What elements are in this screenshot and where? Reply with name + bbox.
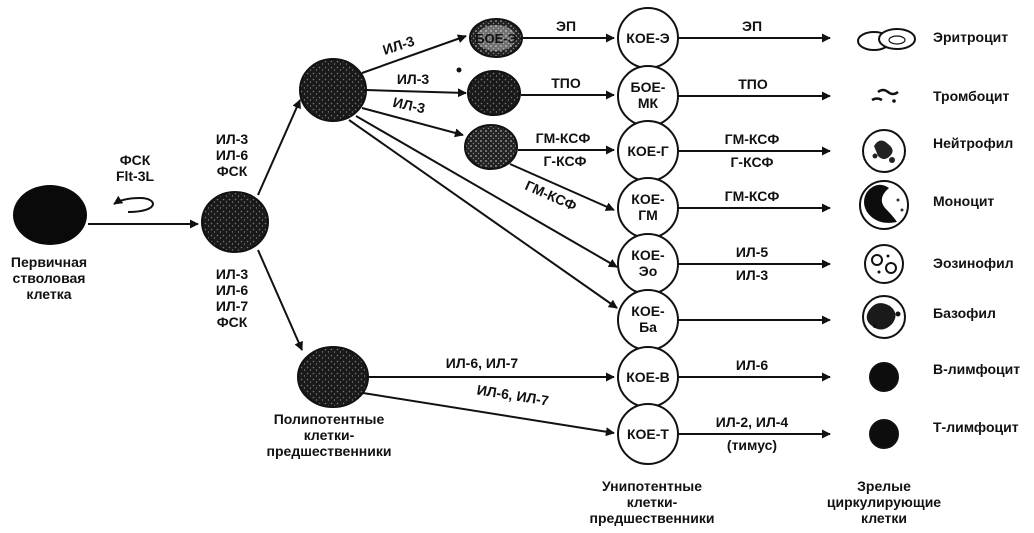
primary-factor-2: Flt-3L — [116, 168, 155, 184]
tpo-label-1: ТПО — [551, 75, 581, 91]
ep-label-1: ЭП — [556, 18, 576, 34]
multipotent-caption-1: Полипотентные — [274, 411, 385, 427]
il3-label-c: ИЛ-3 — [392, 94, 427, 116]
myeloid-progenitor — [299, 58, 367, 122]
il5-label: ИЛ-5 — [736, 244, 769, 260]
koe-t-node — [617, 403, 679, 465]
upper-factor-1: ИЛ-3 — [216, 131, 249, 147]
monocyte-label: Моноцит — [933, 193, 994, 209]
neutrophil-icon — [862, 129, 906, 173]
erythrocyte-icon — [857, 28, 916, 51]
arrow-myeloid-to-gm — [361, 107, 464, 138]
eosinophil-label: Эозинофил — [933, 255, 1014, 271]
il67-label-1: ИЛ-6, ИЛ-7 — [446, 355, 519, 371]
basophil-icon — [862, 295, 906, 339]
unipotent-caption-1: Унипотентные — [602, 478, 702, 494]
self-renewal-arrow — [113, 195, 154, 213]
neutrophil-label: Нейтрофил — [933, 135, 1013, 151]
unipotent-caption-3: предшественники — [590, 510, 715, 526]
mature-caption-1: Зрелые — [857, 478, 911, 494]
multipotent-cell — [201, 191, 269, 253]
koe-e-label: КОЕ-Э — [626, 30, 669, 46]
lower-factor-1: ИЛ-3 — [216, 266, 249, 282]
il3-label-final: ИЛ-3 — [736, 267, 769, 283]
boe-mk-label-2: МК — [638, 95, 659, 111]
gcsf-label-1: Г-КСФ — [543, 153, 586, 169]
il6-label: ИЛ-6 — [736, 357, 769, 373]
tpo-label-2: ТПО — [738, 76, 768, 92]
thymus-label: (тимус) — [727, 437, 777, 453]
gmcsf-label-2: ГМ-КСФ — [725, 131, 780, 147]
arrow-lymphoid-to-koe-t — [362, 392, 615, 437]
upper-factor-3: ФСК — [217, 163, 248, 179]
primary-label-3: клетка — [26, 286, 71, 302]
erythrocyte-label: Эритроцит — [933, 29, 1008, 45]
koe-ba-label-1: КОЕ- — [631, 303, 665, 319]
koe-gm-label-1: КОЕ- — [631, 191, 665, 207]
primary-label-1: Первичная — [11, 254, 87, 270]
gm-precursor-cell — [464, 124, 518, 170]
mature-caption-3: клетки — [861, 510, 907, 526]
primary-factor-1: ФСК — [120, 152, 151, 168]
koe-ba-label-2: Ба — [639, 319, 657, 335]
arrow-gm-to-koe-gm — [509, 163, 615, 211]
multipotent-caption-3: предшественники — [267, 443, 392, 459]
koe-b-label: КОЕ-В — [626, 369, 670, 385]
basophil-label: Базофил — [933, 305, 996, 321]
gcsf-label-2: Г-КСФ — [730, 154, 773, 170]
primary-stem-cell — [13, 185, 87, 245]
koe-t-label: КОЕ-Т — [627, 426, 669, 442]
boe-e-label: БОЕ-Э — [475, 31, 517, 46]
b-lymph-label: В-лимфоцит — [933, 361, 1020, 377]
gmcsf-label-1: ГМ-КСФ — [536, 130, 591, 146]
t-lymph-label: Т-лимфоцит — [933, 419, 1019, 435]
lymphoid-progenitor — [297, 346, 369, 408]
il24-label: ИЛ-2, ИЛ-4 — [716, 414, 789, 430]
b-lymph-icon — [869, 362, 899, 392]
lower-factor-4: ФСК — [217, 314, 248, 330]
arrow-myeloid-to-koe-eo — [355, 115, 618, 268]
boe-e-cell — [469, 18, 523, 58]
thrombocyte-icon — [871, 88, 899, 103]
arrow-to-myeloid — [257, 99, 301, 196]
thrombocyte-label: Тромбоцит — [933, 88, 1010, 104]
arrow-myeloid-to-koe-ba — [348, 119, 618, 309]
mature-caption-2: циркулирующие — [827, 494, 941, 510]
gmcsf-label-3: ГМ-КСФ — [725, 188, 780, 204]
koe-eo-label-1: КОЕ- — [631, 247, 665, 263]
unipotent-caption-2: клетки- — [627, 494, 678, 510]
small-dot — [456, 67, 462, 73]
eosinophil-icon — [864, 244, 904, 284]
arrow-to-lymphoid — [257, 249, 303, 351]
il3-label-b: ИЛ-3 — [397, 71, 430, 87]
lower-factor-3: ИЛ-7 — [216, 298, 249, 314]
boe-mk-label-1: БОЕ- — [631, 79, 666, 95]
lower-factor-2: ИЛ-6 — [216, 282, 249, 298]
koe-eo-label-2: Эо — [639, 263, 658, 279]
koe-gm-label-2: ГМ — [638, 207, 658, 223]
il3-label-a: ИЛ-3 — [381, 33, 417, 58]
primary-label-2: стволовая — [13, 270, 86, 286]
monocyte-icon — [859, 180, 909, 230]
arrow-myeloid-to-mk — [365, 88, 467, 98]
t-lymph-icon — [869, 419, 899, 449]
upper-factor-2: ИЛ-6 — [216, 147, 249, 163]
mk-precursor-cell — [467, 70, 521, 116]
arrow-myeloid-to-boe-e — [361, 34, 467, 74]
ep-label-2: ЭП — [742, 18, 762, 34]
multipotent-caption-2: клетки- — [304, 427, 355, 443]
koe-g-label: КОЕ-Г — [627, 143, 668, 159]
il67-label-2: ИЛ-6, ИЛ-7 — [476, 381, 550, 408]
